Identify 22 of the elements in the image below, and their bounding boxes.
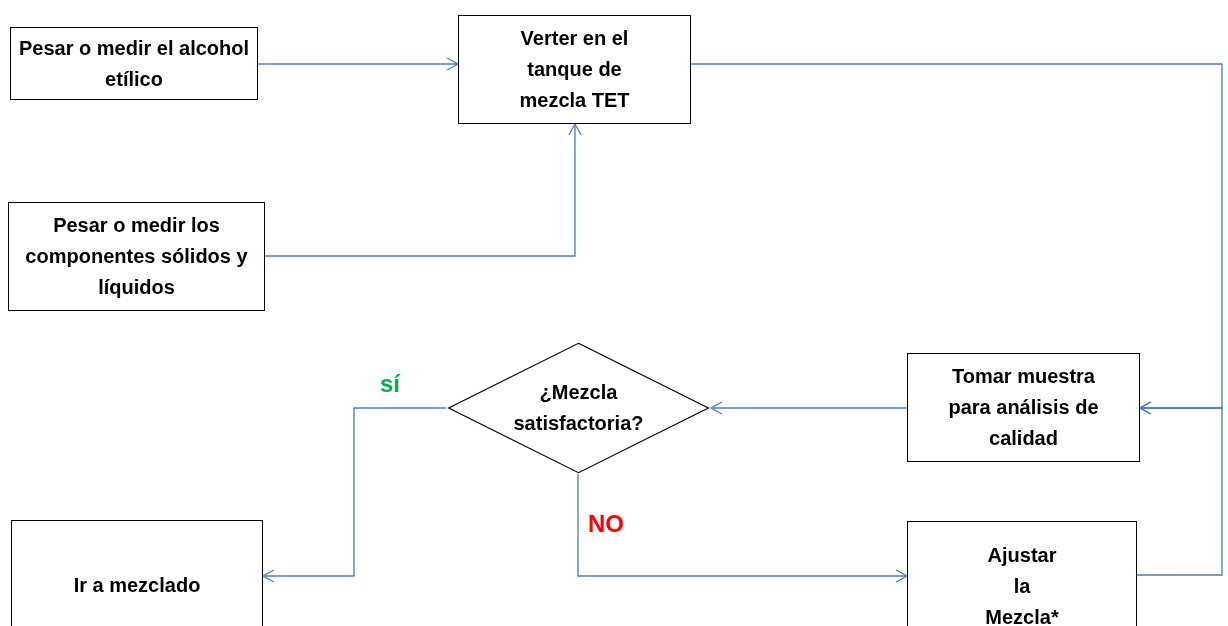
- connector-arrow: [577, 473, 908, 583]
- process-box: [10, 27, 258, 100]
- process-box: [907, 353, 1140, 462]
- connector-arrow: [264, 123, 582, 257]
- edge-label: sí: [380, 370, 400, 398]
- process-box: [11, 520, 263, 626]
- edge-label: NO: [588, 510, 624, 538]
- process-box: [8, 202, 265, 311]
- connector-arrow: [710, 401, 908, 415]
- connector-arrow: [1136, 401, 1223, 576]
- node-text: Ir a mezclado: [73, 572, 201, 598]
- connector-arrow: [257, 57, 459, 71]
- node-text: ¿Mezcla satisfactoria?: [512, 380, 645, 436]
- node-text: Tomar muestra para análisis de calidad: [947, 364, 1100, 451]
- process-box: [458, 15, 691, 124]
- node-text: Ajustar la Mezcla*: [985, 542, 1059, 626]
- node-text: Pesar o medir los componentes sólidos y líquidos: [24, 213, 249, 300]
- node-text: Pesar o medir el alcohol etílico: [17, 35, 251, 92]
- decision-diamond: [446, 342, 711, 474]
- node-text: Verter en el tanque de mezcla TET: [518, 26, 631, 113]
- connector-arrow: [262, 407, 447, 583]
- process-box: [907, 521, 1137, 626]
